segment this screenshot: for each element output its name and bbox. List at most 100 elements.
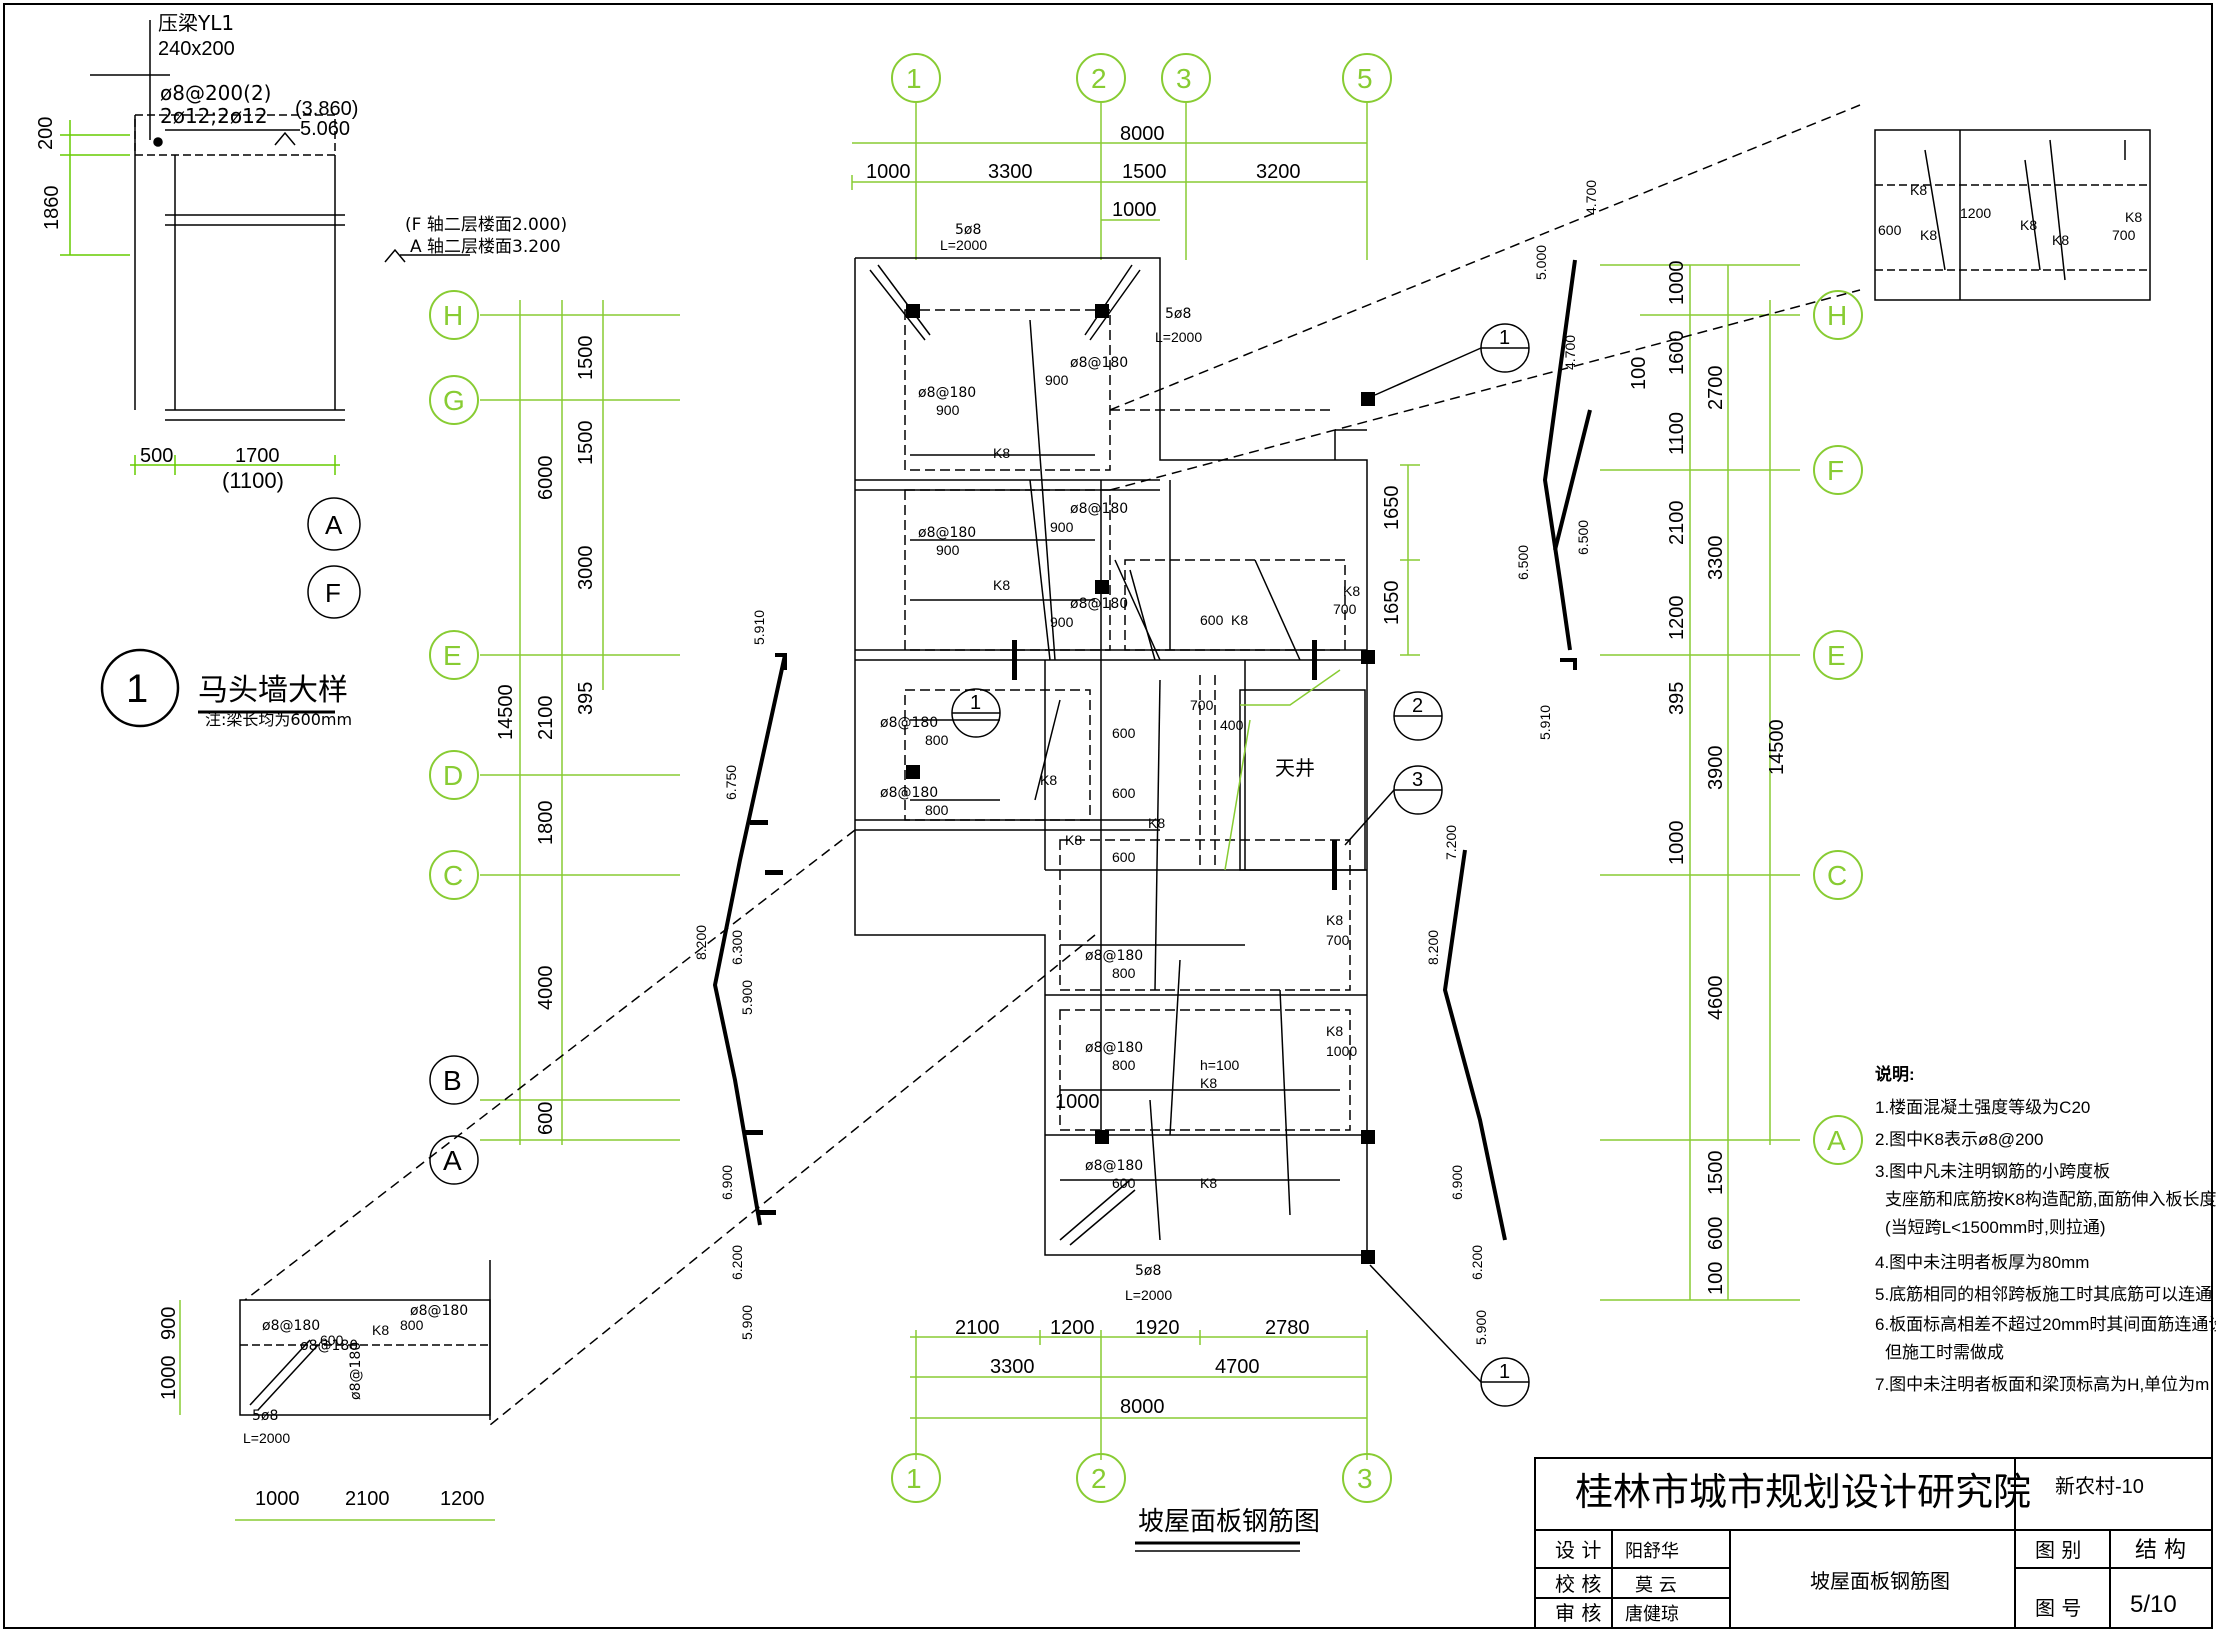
- dim-left-395: 395: [575, 682, 597, 715]
- rebar-label-600a: 600: [1200, 612, 1224, 628]
- axis-top-5: 5: [1357, 63, 1373, 94]
- rebar-label-2: ø8@180: [1070, 355, 1128, 371]
- note-f: (F 轴二层楼面2.000): [405, 215, 567, 235]
- elev-l3: 8.200: [693, 925, 709, 960]
- rebar-label-5phi8b: 5ø8: [1165, 306, 1191, 322]
- tb-review-label: 审 核: [1555, 1601, 1601, 1625]
- beam-name: 压梁YL1: [158, 11, 234, 35]
- elev-rb5: 5.900: [1473, 1310, 1489, 1345]
- dim-left-6000: 6000: [535, 456, 557, 501]
- elev-l7: 6.200: [729, 1245, 745, 1280]
- elev-rt2: 5.000: [1533, 245, 1549, 280]
- tb-design-name: 阳舒华: [1625, 1541, 1679, 1562]
- rebar-label-5: ø8@180: [1070, 596, 1128, 612]
- bl-dim-1200: 1200: [440, 1488, 485, 1510]
- dim-mid-1650b: 1650: [1381, 581, 1403, 626]
- tr-700: 700: [2112, 227, 2136, 243]
- notes-item-10: 7.图中未注明者板面和梁顶标高为H,单位为m: [1875, 1375, 2209, 1394]
- rebar-label-k8c: K8: [1231, 612, 1248, 628]
- axis-right-f: F: [1827, 455, 1844, 486]
- dim-bot-2100: 2100: [955, 1317, 1000, 1339]
- bl-label-5: 5ø8: [252, 1408, 278, 1424]
- bl-label-k8: K8: [372, 1322, 389, 1338]
- level-a: (3.860): [295, 98, 358, 120]
- notes-item-1: 1.楼面混凝土强度等级为C20: [1875, 1098, 2090, 1117]
- skywell-label: 天井: [1275, 756, 1315, 780]
- rebar-label-600e: 600: [1112, 1175, 1136, 1191]
- axis-right-c: C: [1827, 860, 1847, 891]
- bl-dim-1000: 1000: [255, 1488, 300, 1510]
- tr-k8-2: K8: [1920, 227, 1937, 243]
- rebar-label-900d: 900: [936, 542, 960, 558]
- axis-left-g: G: [443, 385, 465, 416]
- rebar-label-600d: 600: [1112, 849, 1136, 865]
- rebar-label-h100: h=100: [1200, 1057, 1240, 1073]
- rebar-label-k8j: K8: [1326, 1023, 1343, 1039]
- dim-right-1500: 1500: [1705, 1151, 1727, 1196]
- elev-rt3: 4.700: [1562, 335, 1578, 370]
- dim-right-total: 14500: [1766, 719, 1788, 775]
- elev-l8: 5.900: [739, 1305, 755, 1340]
- rebar-label-900e: 900: [1050, 614, 1074, 630]
- axis-right-h: H: [1827, 300, 1847, 331]
- bl-label-800: 800: [400, 1317, 424, 1333]
- dim-right-1100: 1100: [1666, 412, 1688, 455]
- title-block: [1534, 1457, 2213, 1629]
- detail-top-right: [1874, 129, 2151, 301]
- dim-bot-4700: 4700: [1215, 1356, 1260, 1378]
- main-title: 坡屋面板钢筋图: [1138, 1507, 1320, 1537]
- dim-1100: (1100): [222, 468, 284, 493]
- profile-right-top: [1542, 259, 1592, 670]
- dim-right-3900: 3900: [1705, 746, 1727, 791]
- axis-bottom-2: 2: [1091, 1463, 1107, 1494]
- axis-right-a: A: [1827, 1125, 1846, 1156]
- axis-left-a: A: [443, 1145, 462, 1176]
- dim-bot-1920: 1920: [1135, 1317, 1180, 1339]
- axis-left-e: E: [443, 640, 462, 671]
- notes-item-7: 5.底筋相同的相邻跨板施工时其底筋可以连通: [1875, 1285, 2212, 1304]
- notes-heading: 说明:: [1875, 1064, 1915, 1084]
- tb-category-value: 结 构: [2135, 1538, 2186, 1563]
- tb-drawing-title: 坡屋面板钢筋图: [1810, 1569, 1950, 1593]
- elev-rt4: 6.500: [1515, 545, 1531, 580]
- tr-k8-3: K8: [2020, 217, 2037, 233]
- rebar-label-6: ø8@180: [880, 715, 938, 731]
- dim-right-2700: 2700: [1705, 366, 1727, 411]
- rebar-label-10: ø8@180: [1085, 1158, 1143, 1174]
- notes-item-2: 2.图中K8表示ø8@200: [1875, 1130, 2043, 1149]
- rebar-label-k8g: K8: [1148, 815, 1165, 831]
- dim-right-100: 100: [1705, 1262, 1727, 1295]
- tb-check-name: 莫 云: [1635, 1575, 1677, 1596]
- rebar-label-800a: 800: [925, 732, 949, 748]
- dim-right-1600: 1600: [1666, 331, 1688, 376]
- beam-bars: 2ø12;2ø12: [160, 104, 268, 128]
- elev-rb1: 7.200: [1443, 825, 1459, 860]
- rebar-label-k8h: K8: [1326, 912, 1343, 928]
- dim-top-3200: 3200: [1256, 161, 1301, 183]
- axis-top-3: 3: [1176, 63, 1192, 94]
- dim-right-2100: 2100: [1666, 501, 1688, 546]
- grid-lines: [480, 103, 1800, 1460]
- rebar-label-800c: 800: [1112, 965, 1136, 981]
- dim-left-3000: 3000: [575, 546, 597, 591]
- rebar-label-k8e: K8: [1040, 772, 1057, 788]
- axis-top-2: 2: [1091, 63, 1107, 94]
- tr-1200: 1200: [1960, 205, 1991, 221]
- axis-left-d: D: [443, 760, 463, 791]
- elev-rt6: 5.910: [1537, 705, 1553, 740]
- rebar-label-k8k: K8: [1200, 1175, 1217, 1191]
- axis-a-bubble: [429, 1135, 479, 1185]
- plan-rebar-labels: ø8@180 900 ø8@180 900 K8 ø8@180 900 ø8@1…: [880, 222, 1360, 1303]
- dim-right-1000b: 1000: [1666, 821, 1688, 866]
- rebar-label-900b: 900: [1045, 372, 1069, 388]
- detail-dims: [60, 120, 340, 475]
- plan-dashed-beams: [904, 309, 1351, 1131]
- dim-200: 200: [35, 117, 57, 150]
- rebar-label-5phi8c: 5ø8: [1135, 1263, 1161, 1279]
- dim-500: 500: [140, 445, 173, 467]
- beam-stirrup: ø8@200(2): [160, 81, 271, 105]
- elev-l6: 6.900: [719, 1165, 735, 1200]
- axis-bottom-1: 1: [906, 1463, 922, 1494]
- dim-right-100b: 100: [1628, 357, 1650, 390]
- rebar-label-1000: 1000: [1326, 1043, 1357, 1059]
